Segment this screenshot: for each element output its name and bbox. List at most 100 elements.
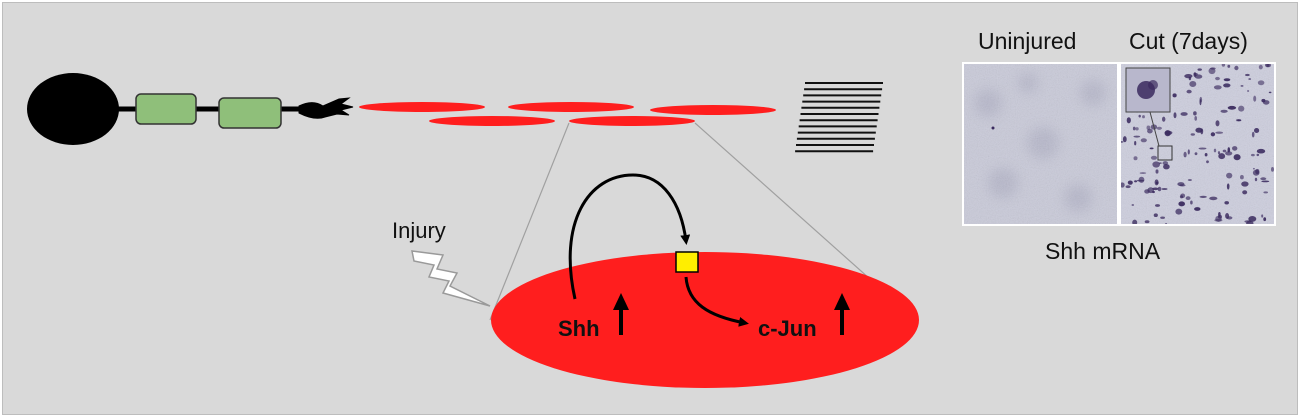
stain-spot bbox=[1180, 193, 1186, 199]
shh-label: Shh bbox=[558, 316, 600, 341]
stain-spot bbox=[1260, 177, 1267, 181]
stain-spot bbox=[1187, 179, 1192, 181]
stain-spot bbox=[1251, 131, 1255, 138]
stain-spot bbox=[1221, 64, 1226, 67]
stain-spot bbox=[1187, 149, 1190, 155]
stain-spot bbox=[1158, 162, 1162, 165]
stain-spot bbox=[1177, 182, 1185, 187]
stain-spot bbox=[1240, 175, 1244, 180]
stain-spot bbox=[1241, 181, 1249, 187]
injury-label: Injury bbox=[392, 218, 446, 243]
stain-spot bbox=[1198, 147, 1207, 150]
stain-spot bbox=[1175, 208, 1183, 215]
stain-spot bbox=[1161, 188, 1168, 190]
stain-spot bbox=[1220, 109, 1228, 113]
stain-spot bbox=[1226, 183, 1230, 190]
stain-spot bbox=[1254, 128, 1260, 133]
stain-spot bbox=[1131, 204, 1135, 206]
stain-spot bbox=[1155, 169, 1159, 174]
stain-spot bbox=[1253, 95, 1257, 102]
schwann-cell-highlighted bbox=[569, 116, 695, 126]
stain-spot bbox=[1133, 156, 1138, 161]
stain-spot bbox=[1197, 68, 1202, 71]
stain-spot bbox=[1138, 114, 1141, 118]
stain-spot bbox=[1162, 161, 1169, 166]
stain-spot bbox=[1193, 111, 1197, 116]
stain-spot bbox=[1146, 125, 1151, 130]
stain-spot bbox=[1256, 153, 1260, 157]
stain-spot bbox=[1252, 169, 1260, 176]
stain-spot bbox=[1172, 93, 1177, 98]
stain-spot bbox=[1223, 83, 1231, 88]
micrograph-uninjured bbox=[964, 64, 1117, 224]
uninjured-label: Uninjured bbox=[978, 28, 1076, 54]
cut-label: Cut (7days) bbox=[1129, 28, 1248, 54]
stain-spot bbox=[1163, 164, 1170, 170]
stain-spot bbox=[1152, 190, 1155, 194]
schwann-cell bbox=[508, 102, 634, 112]
stain-spot bbox=[1242, 190, 1248, 195]
stain-spot bbox=[1194, 207, 1201, 211]
stain-spot bbox=[1157, 186, 1162, 192]
stain-spot bbox=[1194, 116, 1197, 121]
myelin-segment bbox=[218, 97, 282, 129]
stain-spot bbox=[1193, 72, 1197, 77]
schwann-cell bbox=[650, 105, 776, 115]
stain-spot bbox=[1215, 131, 1224, 134]
receptor-box bbox=[675, 251, 699, 273]
stain-spot bbox=[1162, 116, 1166, 122]
stain-spot bbox=[1144, 220, 1150, 224]
stain-spot bbox=[1199, 96, 1203, 103]
stain-spot bbox=[1186, 89, 1192, 94]
stain-spot bbox=[1199, 195, 1207, 198]
stain-spot bbox=[1133, 135, 1141, 138]
stain-spot bbox=[1154, 179, 1159, 186]
stain-spot bbox=[1160, 216, 1165, 219]
stain-spot bbox=[1165, 222, 1168, 224]
lightning-bolt-icon bbox=[411, 250, 491, 307]
stain-spot bbox=[1245, 73, 1250, 77]
stain-spot bbox=[1215, 120, 1220, 127]
schwann-cells bbox=[359, 102, 776, 126]
stain-spot bbox=[1150, 155, 1158, 160]
stain-spot bbox=[1268, 91, 1272, 94]
stain-spot bbox=[1262, 100, 1270, 105]
up-arrow-icon bbox=[834, 293, 850, 335]
stain-spot bbox=[1210, 67, 1216, 70]
cjun-label: c-Jun bbox=[758, 316, 817, 341]
zoom-line-left bbox=[489, 122, 570, 321]
stain-spot bbox=[1254, 177, 1258, 182]
stain-spot bbox=[1209, 196, 1218, 201]
stain-spot bbox=[1235, 119, 1240, 122]
stain-spot bbox=[1227, 64, 1231, 68]
source-box bbox=[1157, 145, 1173, 161]
stain-spot bbox=[1217, 151, 1221, 155]
stain-spot bbox=[1244, 220, 1252, 223]
stain-spot bbox=[1127, 180, 1133, 185]
stain-spot bbox=[1132, 126, 1136, 131]
stain-spot bbox=[1206, 160, 1209, 164]
stain-spot bbox=[1248, 216, 1257, 222]
stain-spot bbox=[1152, 161, 1160, 168]
stain-spot bbox=[1263, 191, 1268, 194]
stain-spot bbox=[1173, 112, 1177, 119]
signaling-arrow bbox=[684, 276, 749, 327]
stain-spot bbox=[1121, 182, 1125, 188]
stain-spot bbox=[1213, 85, 1222, 90]
stain-spot bbox=[1135, 127, 1139, 131]
stain-spot bbox=[1224, 201, 1229, 205]
stain-spot bbox=[1134, 180, 1138, 183]
stain-spot bbox=[1132, 219, 1138, 224]
stain-spot bbox=[1189, 81, 1197, 87]
stain-spot bbox=[1218, 153, 1226, 160]
stain-spot bbox=[1247, 90, 1250, 92]
stain-spot bbox=[1122, 136, 1127, 143]
neuron bbox=[27, 73, 354, 145]
mrna-label: Shh mRNA bbox=[1045, 238, 1161, 264]
stain-spot bbox=[1126, 117, 1131, 124]
stain-spot bbox=[1227, 147, 1231, 153]
stain-spot bbox=[1263, 217, 1267, 222]
stain-spot bbox=[1218, 212, 1221, 217]
stain-spot bbox=[1185, 196, 1191, 201]
